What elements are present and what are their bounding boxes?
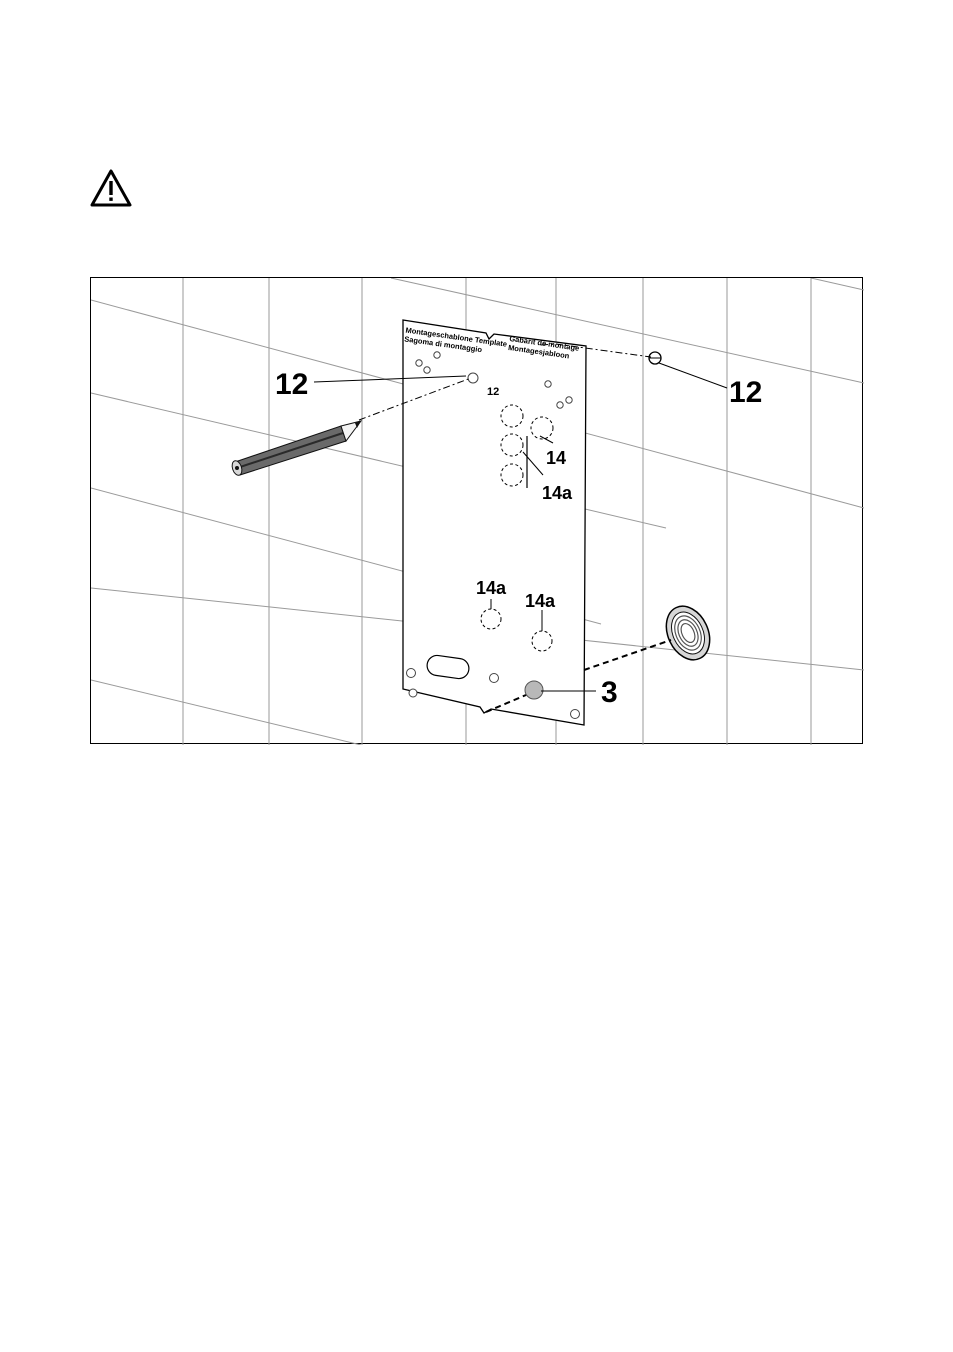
- template-hole-label: 12: [487, 386, 499, 398]
- pencil-icon: [230, 421, 361, 477]
- callout-14a-upper: 14a: [542, 483, 573, 503]
- installation-figure: Montageschablone Sagoma di montaggio Tem…: [90, 277, 863, 744]
- mounting-template: Montageschablone Sagoma di montaggio Tem…: [403, 320, 586, 725]
- callout-14a-lower-right: 14a: [525, 591, 556, 611]
- wall-mark-hole: [649, 352, 661, 364]
- callout-12-wall: 12: [729, 376, 762, 409]
- warning-triangle-icon: [89, 168, 133, 208]
- callout-12-pencil: 12: [275, 368, 308, 401]
- callout-3: 3: [601, 676, 618, 709]
- callout-14: 14: [546, 448, 566, 468]
- callout-14a-lower-left: 14a: [476, 578, 507, 598]
- threaded-sleeve-icon: [658, 599, 718, 667]
